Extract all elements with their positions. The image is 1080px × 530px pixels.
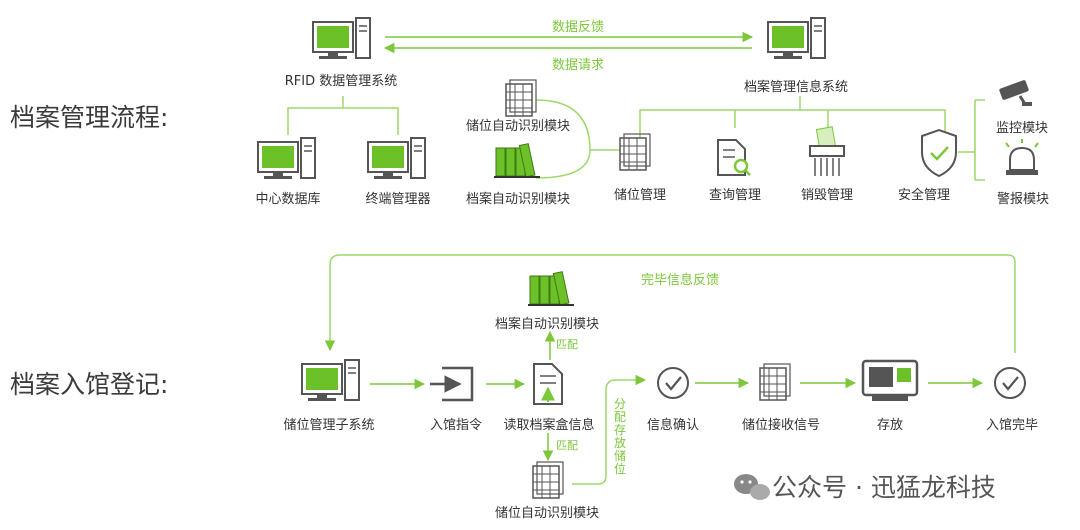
archive-id-module-label: 档案自动识别模块	[465, 192, 571, 207]
storage-machine-icon	[861, 359, 919, 401]
signal-shelf-icon	[759, 363, 791, 401]
destroy-mgmt-label: 销毁管理	[800, 188, 854, 203]
storage-mgmt-label: 储位管理	[613, 188, 667, 203]
watermark: 公众号 · 迅猛龙科技	[728, 468, 996, 504]
completion-feedback-label: 完毕信息反馈	[640, 273, 720, 288]
shield-icon	[921, 128, 957, 178]
bottom-archive-id-module-label: 档案自动识别模块	[494, 317, 600, 332]
shredder-icon	[809, 126, 845, 176]
security-mgmt-label: 安全管理	[897, 188, 951, 203]
storage-id-module-label: 储位自动识别模块	[465, 119, 571, 134]
match-up-label: 匹配	[556, 338, 578, 351]
terminal-manager-computer-icon	[367, 137, 426, 180]
confirm-check-icon	[656, 366, 690, 400]
info-confirm-label: 信息确认	[646, 418, 700, 433]
monitor-module-label: 监控模块	[995, 121, 1049, 136]
watermark-text: 公众号 · 迅猛龙科技	[772, 473, 996, 502]
storage-subsystem-label: 储位管理子系统	[283, 418, 375, 433]
rfid-branch-line	[287, 96, 399, 135]
match-down-label: 匹配	[556, 439, 578, 452]
entry-complete-label: 入馆完毕	[985, 418, 1039, 433]
rfid-computer-icon	[312, 17, 371, 60]
storage-module-shelf-icon	[505, 79, 537, 117]
central-db-label: 中心数据库	[255, 192, 321, 207]
terminal-manager-label: 终端管理器	[365, 192, 431, 207]
info-branch-line	[639, 96, 946, 150]
read-box-info-label: 读取档案盒信息	[503, 418, 595, 433]
info-system-label: 档案管理信息系统	[743, 80, 849, 95]
allocate-storage-label: 分配存放储位	[614, 397, 627, 476]
storage-mgmt-shelf-icon	[619, 133, 651, 171]
camera-icon	[999, 80, 1032, 106]
query-mgmt-label: 查询管理	[708, 188, 762, 203]
bottom-storage-id-module-label: 储位自动识别模块	[494, 506, 600, 521]
subsystem-computer-icon	[301, 359, 360, 402]
bottom-archive-binders-icon	[527, 270, 575, 306]
bottom-storage-shelf-icon	[532, 461, 564, 499]
completion-feedback-line	[324, 254, 1016, 353]
alarm-icon	[1005, 139, 1039, 175]
entry-command-label: 入馆指令	[429, 418, 483, 433]
rfid-system-label: RFID 数据管理系统	[284, 74, 398, 89]
data-request-label: 数据请求	[551, 58, 605, 73]
security-branch-line	[958, 99, 985, 181]
login-icon	[430, 366, 474, 402]
archive-module-binders-icon	[493, 142, 541, 178]
read-document-icon	[533, 363, 563, 405]
query-doc-icon	[717, 139, 751, 176]
complete-check-icon	[993, 366, 1027, 400]
central-db-computer-icon	[257, 137, 316, 180]
data-feedback-label: 数据反馈	[551, 20, 605, 35]
register-section-title: 档案入馆登记:	[10, 370, 169, 399]
storage-signal-label: 储位接收信号	[741, 418, 821, 433]
process-section-title: 档案管理流程:	[10, 103, 169, 132]
store-label: 存放	[876, 418, 904, 433]
wechat-icon	[734, 474, 770, 500]
info-system-computer-icon	[767, 17, 826, 60]
alarm-module-label: 警报模块	[996, 192, 1050, 207]
allocate-storage-line	[572, 374, 647, 485]
